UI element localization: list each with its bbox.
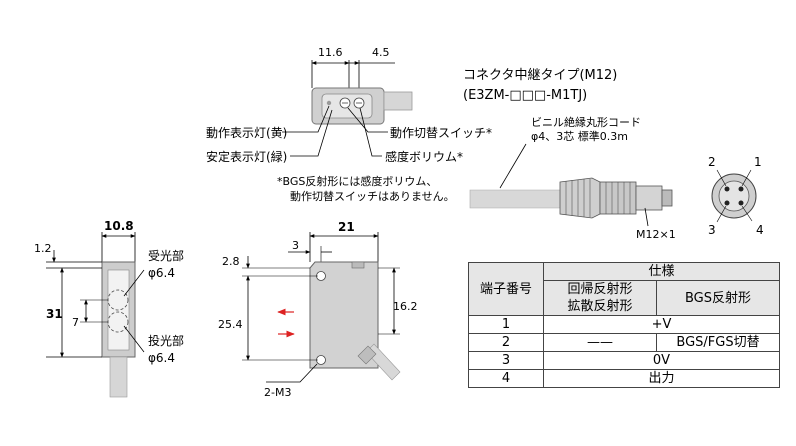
pin-4-label: 4 bbox=[756, 223, 764, 237]
table-row: 4 出力 bbox=[468, 369, 780, 388]
top-sensor-view: 11.6 4.5 動作表示灯(黄) 安定表示灯(緑) 動作切替スイッチ* 感度ボ… bbox=[206, 46, 492, 203]
col-terminal: 端子番号 bbox=[468, 262, 544, 316]
top-dim-width: 11.6 bbox=[318, 46, 343, 59]
sub-col-retro-diffuse: 回帰反射形 拡散反射形 bbox=[543, 280, 657, 316]
top-dim-offset: 4.5 bbox=[372, 46, 390, 59]
terminal-cell: 1 bbox=[468, 315, 544, 334]
spec-cell: 出力 bbox=[543, 369, 780, 388]
side-dim-3: 3 bbox=[292, 239, 299, 252]
front-dim-width: 10.8 bbox=[104, 219, 134, 233]
side-dim-width: 21 bbox=[338, 220, 355, 234]
terminal-cell: 3 bbox=[468, 351, 544, 370]
table-row: 3 0V bbox=[468, 351, 780, 370]
front-dim-height: 31 bbox=[46, 307, 63, 321]
front-view: 10.8 1.2 31 7 受光部 φ6.4 投光部 φ6.4 bbox=[34, 219, 184, 398]
mount-holes-label: 2-M3 bbox=[264, 386, 291, 399]
pin-2-label: 2 bbox=[708, 155, 716, 169]
label-op-indicator: 動作表示灯(黄) bbox=[206, 126, 287, 140]
table-row: 2 —— BGS/FGS切替 bbox=[468, 333, 780, 352]
label-mode-switch: 動作切替スイッチ* bbox=[390, 126, 492, 140]
label-sensitivity: 感度ボリウム* bbox=[385, 149, 463, 164]
receiver-diameter: φ6.4 bbox=[148, 266, 175, 280]
connector-title-line2: (E3ZM-□□□-M1TJ) bbox=[463, 88, 587, 103]
footnote-line1: *BGS反射形には感度ボリウム、 bbox=[277, 174, 437, 188]
spec-cell: —— bbox=[543, 333, 657, 352]
side-dim-16-2: 16.2 bbox=[393, 300, 418, 313]
emitter-label: 投光部 bbox=[148, 333, 184, 348]
side-view: 21 3 2.8 25.4 16.2 2-M3 bbox=[218, 220, 418, 399]
connector-view: コネクタ中継タイプ(M12) (E3ZM-□□□-M1TJ) ビニル絶縁丸形コー… bbox=[463, 68, 764, 241]
spec-cell: +V bbox=[543, 315, 780, 334]
spec-table: 端子番号 仕様 回帰反射形 拡散反射形 BGS反射形 1 +V 2 —— BGS… bbox=[468, 262, 780, 388]
side-dim-25-4: 25.4 bbox=[218, 318, 243, 331]
side-dim-2-8: 2.8 bbox=[222, 255, 240, 268]
footnote-line2: 動作切替スイッチはありません。 bbox=[290, 189, 455, 203]
front-dim-lens-gap: 7 bbox=[72, 316, 79, 329]
connector-title-line1: コネクタ中継タイプ(M12) bbox=[463, 68, 617, 83]
spec-cell: BGS/FGS切替 bbox=[656, 333, 780, 352]
sub-col-bgs: BGS反射形 bbox=[656, 280, 780, 316]
cable-desc-line1: ビニル絶縁丸形コード bbox=[531, 115, 641, 129]
emitter-diameter: φ6.4 bbox=[148, 351, 175, 365]
indicator-led-icon bbox=[326, 100, 332, 106]
thread-label: M12×1 bbox=[636, 228, 676, 241]
pin-1-label: 1 bbox=[754, 155, 762, 169]
pin-3-label: 3 bbox=[708, 223, 716, 237]
label-stability-indicator: 安定表示灯(緑) bbox=[206, 149, 287, 164]
spec-cell: 0V bbox=[543, 351, 780, 370]
terminal-cell: 4 bbox=[468, 369, 544, 388]
cable-desc-line2: φ4、3芯 標準0.3m bbox=[531, 129, 628, 143]
terminal-cell: 2 bbox=[468, 333, 544, 352]
col-spec: 仕様 bbox=[543, 262, 780, 281]
table-row: 1 +V bbox=[468, 315, 780, 334]
receiver-label: 受光部 bbox=[148, 248, 184, 263]
front-dim-small: 1.2 bbox=[34, 242, 52, 255]
